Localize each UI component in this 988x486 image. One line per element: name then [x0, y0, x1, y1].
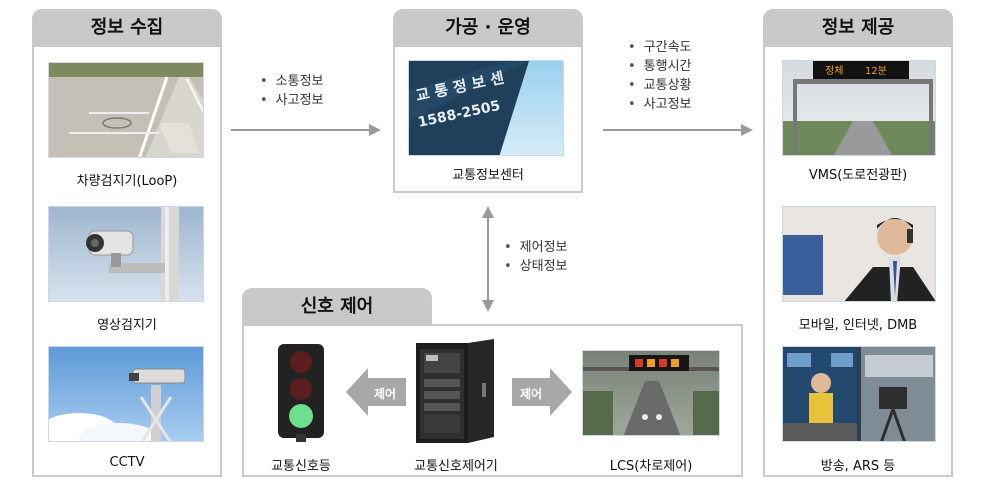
collect-title: 정보 수집: [32, 9, 222, 47]
flow-item: 통행시간: [628, 57, 692, 76]
arrow-center-control-icon: [482, 206, 494, 312]
collect-to-center-info: 소통정보 사고정보: [260, 72, 324, 110]
control-left-arrow-label: 제어: [373, 387, 397, 401]
flow-item: 상태정보: [504, 257, 568, 276]
control-right-arrow-icon: [512, 368, 572, 416]
center-to-provide-info: 구간속도 통행시간 교통상황 사고정보: [628, 38, 692, 114]
flow-item: 소통정보: [260, 72, 324, 91]
flow-item: 제어정보: [504, 238, 568, 257]
control-right-arrow-label: 제어: [519, 387, 543, 401]
flow-item: 교통상황: [628, 76, 692, 95]
signal-controller-icon: [416, 339, 494, 443]
flow-item: 사고정보: [260, 91, 324, 110]
provide-title: 정보 제공: [763, 9, 953, 47]
loop-detector-photo: [48, 62, 204, 158]
flow-item: 사고정보: [628, 95, 692, 114]
traffic-light-label: 교통신호등: [271, 459, 331, 474]
mobile-photo: [782, 206, 936, 302]
broadcast-label: 방송, ARS 등: [820, 459, 896, 474]
traffic-center-photo: 교 통 정 보 센 1588-2505: [408, 60, 564, 156]
video-detector-photo: [48, 206, 204, 302]
lcs-label: LCS(차로제어): [609, 459, 693, 474]
vms-photo: 정체 12분: [782, 60, 936, 156]
traffic-light-icon: [278, 344, 324, 442]
process-title: 가공 · 운영: [393, 9, 583, 47]
signal-controller-label: 교통신호제어기: [414, 459, 498, 474]
vms-label: VMS(도로전광판): [808, 168, 908, 183]
vms-text-1: 정체: [825, 65, 843, 77]
broadcast-photo: [782, 346, 936, 442]
traffic-center-label: 교통정보센터: [452, 168, 524, 183]
flow-item: 구간속도: [628, 38, 692, 57]
control-title: 신호 제어: [242, 288, 432, 326]
cctv-label: CCTV: [109, 455, 145, 470]
arrow-center-to-provide-icon: [603, 124, 753, 136]
center-control-info: 제어정보 상태정보: [504, 238, 568, 276]
cctv-photo: [48, 346, 204, 442]
video-detector-label: 영상검지기: [97, 318, 157, 333]
vms-text-2: 12분: [865, 65, 887, 77]
control-left-arrow-icon: [346, 368, 406, 416]
lcs-photo: [582, 350, 720, 436]
arrow-collect-to-center-icon: [231, 124, 381, 136]
mobile-label: 모바일, 인터넷, DMB: [798, 318, 918, 333]
loop-detector-label: 차량검지기(LooP): [76, 174, 178, 189]
